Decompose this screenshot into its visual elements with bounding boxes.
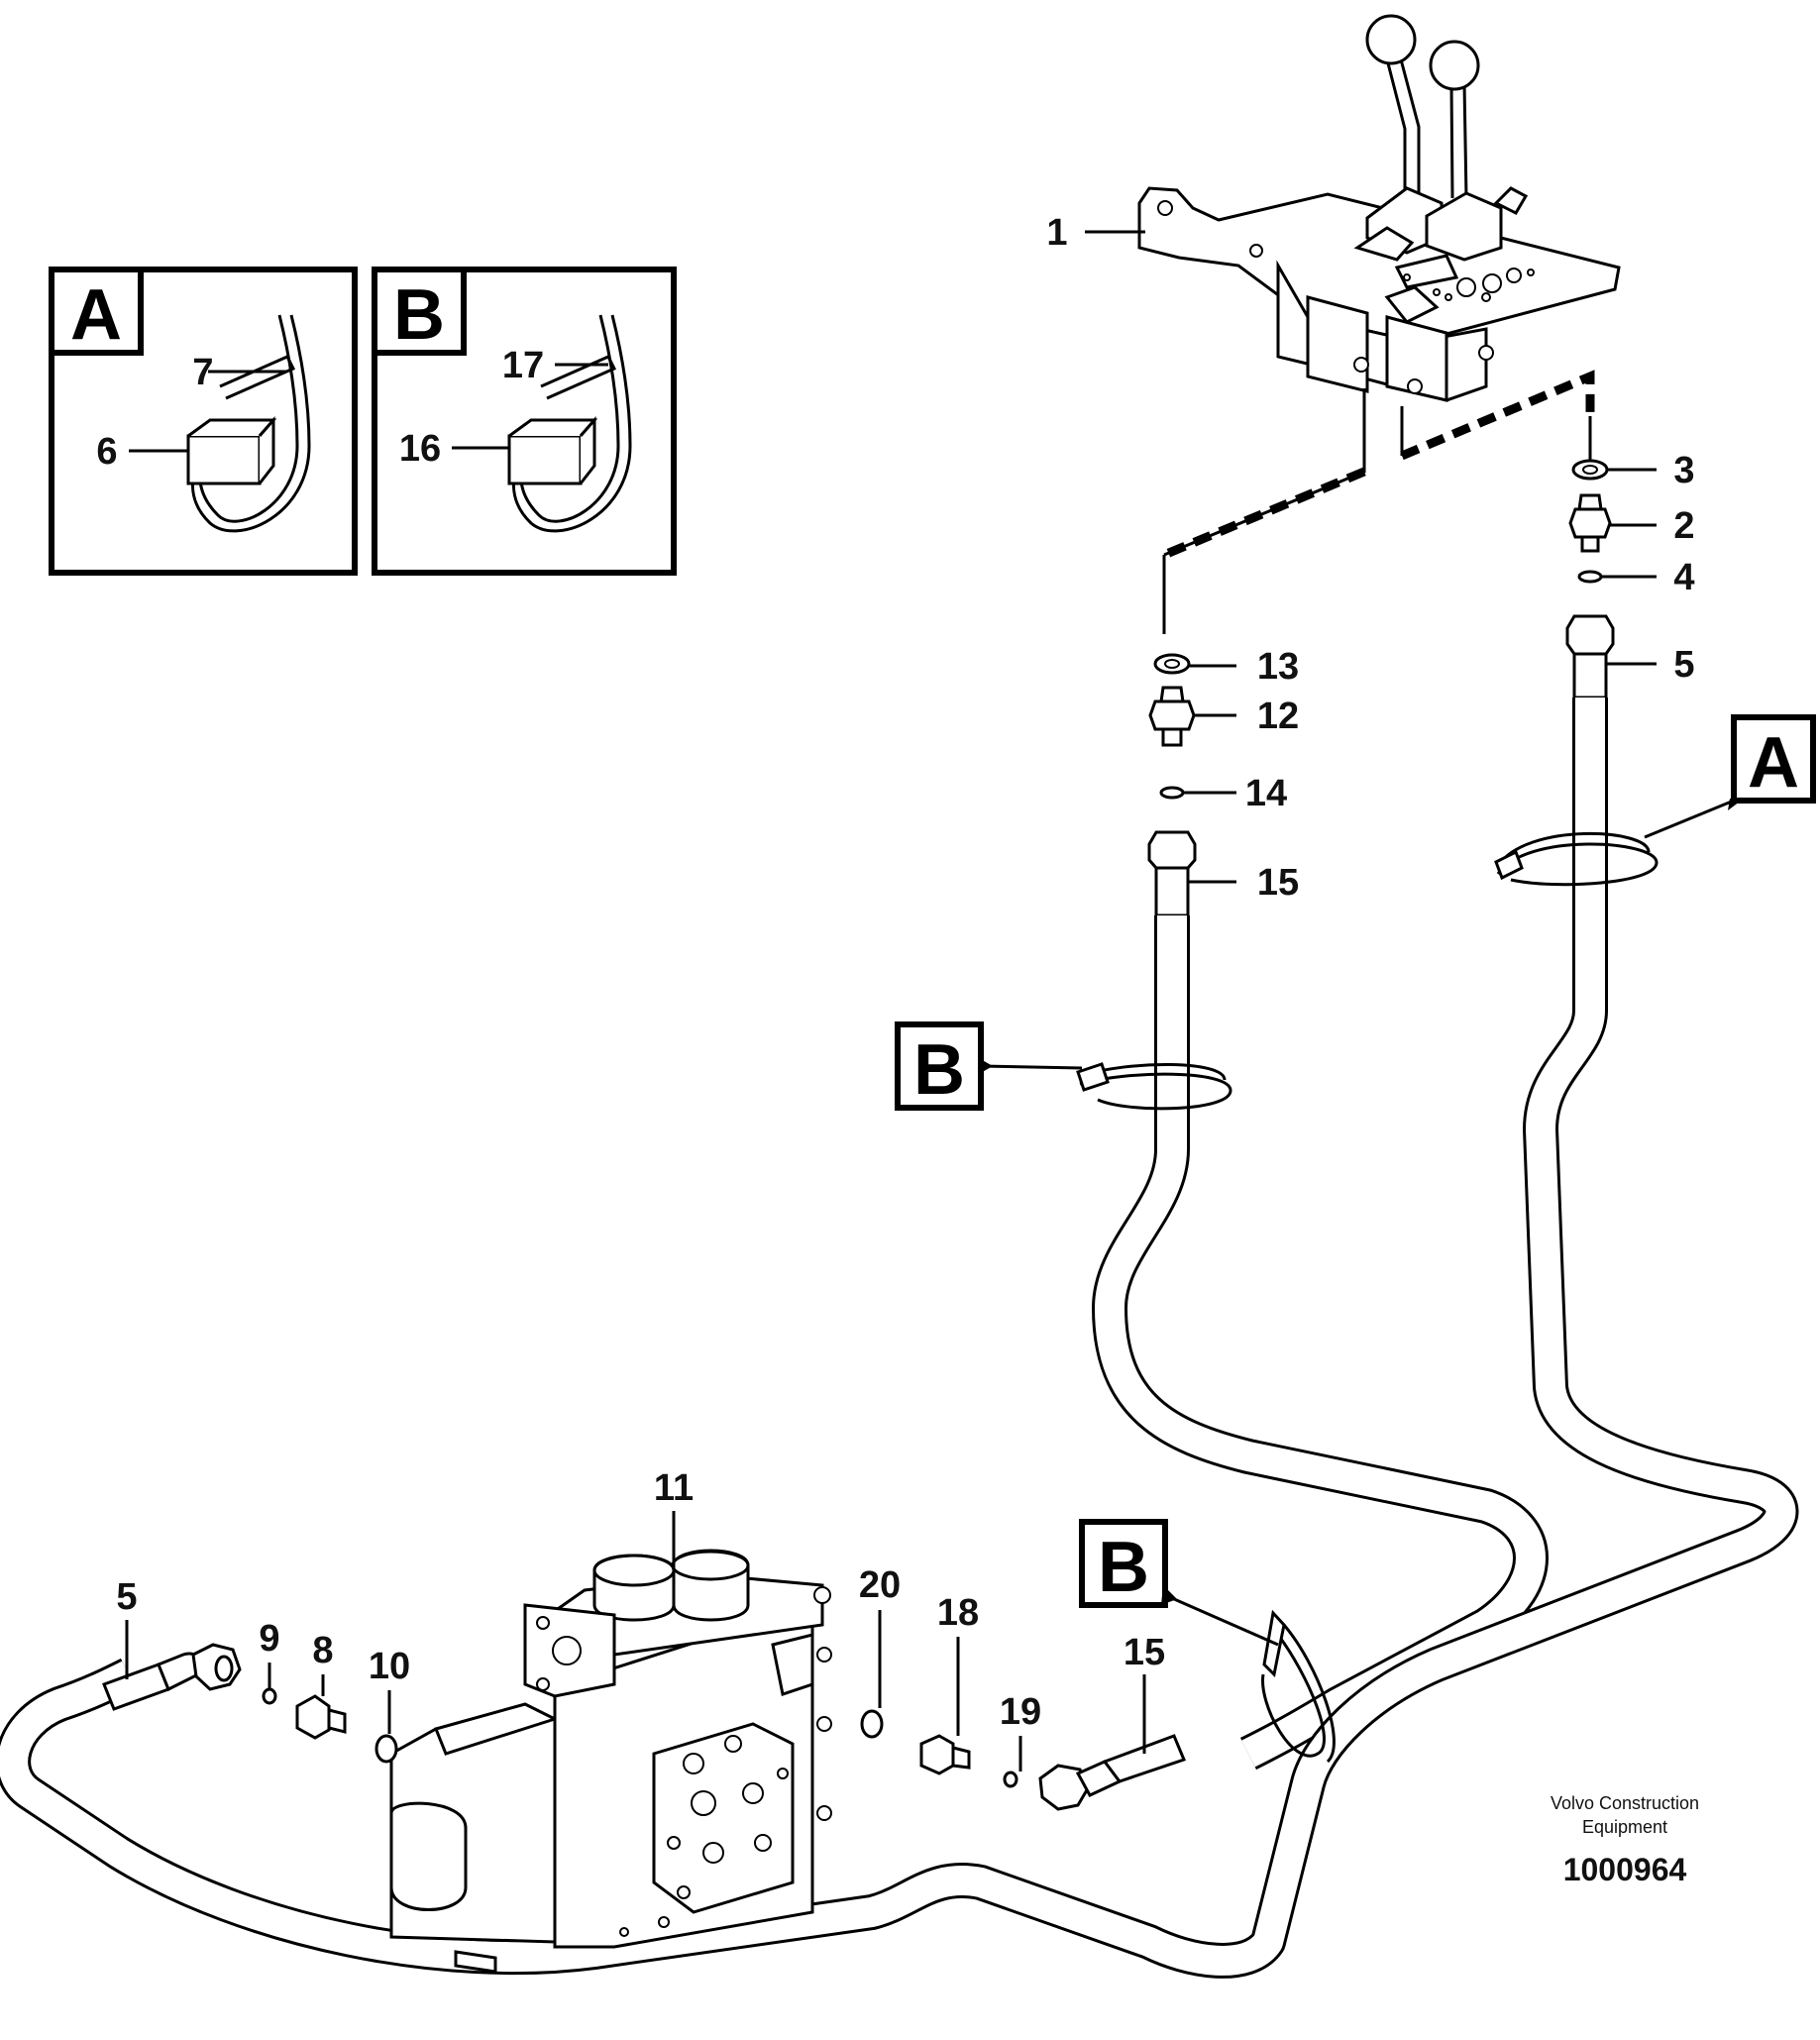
detail-box-a-letter: A [70,275,122,355]
callout-7: 7 [192,352,213,393]
callout-8: 8 [312,1630,333,1671]
callout-5-bottom: 5 [116,1576,137,1618]
callout-10: 10 [369,1646,410,1687]
cable-tie-icon [507,314,632,533]
detail-box-a: A 7 6 [49,267,358,576]
callout-14: 14 [1245,773,1287,814]
credit-line-2: Equipment [1582,1817,1667,1837]
callout-15-top: 15 [1257,862,1299,904]
cable-tie-b-upper [1076,1062,1232,1111]
callout-16: 16 [399,428,441,470]
callout-19: 19 [1000,1691,1041,1733]
reference-tag-b-upper-letter: B [913,1030,965,1110]
detail-box-b-letter: B [393,275,445,355]
callout-4: 4 [1673,557,1694,598]
control-lever-unit [1137,14,1621,402]
callout-3: 3 [1673,450,1694,491]
callout-5-top: 5 [1673,644,1694,686]
callout-15-bottom: 15 [1124,1632,1165,1673]
reference-tag-b-lower-letter: B [1098,1528,1149,1607]
bottom-left-fittings [102,1643,398,1764]
reference-tag-b-upper: B [895,1021,1083,1111]
callout-18: 18 [937,1592,979,1634]
credit-line-1: Volvo Construction [1551,1793,1699,1813]
callout-1: 1 [1046,212,1067,254]
reference-tag-b-lower: B [1079,1519,1279,1647]
right-port-fittings [1565,459,1615,699]
hose-left-upper [1092,915,1549,1771]
callout-6: 6 [96,431,117,473]
callout-9: 9 [259,1618,279,1660]
reference-tag-a: A [1644,714,1816,839]
main-control-valve [389,1549,832,1974]
callout-2: 2 [1673,505,1694,547]
callout-13: 13 [1257,646,1299,688]
callout-12: 12 [1257,696,1299,737]
callout-20: 20 [859,1564,901,1606]
callout-17: 17 [502,345,544,386]
callout-11: 11 [654,1467,694,1509]
reference-tag-a-letter: A [1748,723,1799,803]
detail-box-b: B 17 16 [372,267,677,576]
cable-tie-a [1494,831,1659,887]
cable-tie-icon [186,314,311,533]
hose-right [0,698,1799,1979]
drawing-number: 1000964 [1563,1852,1687,1887]
left-port-fittings [1147,653,1197,917]
bottom-right-fittings [860,1709,1187,1811]
